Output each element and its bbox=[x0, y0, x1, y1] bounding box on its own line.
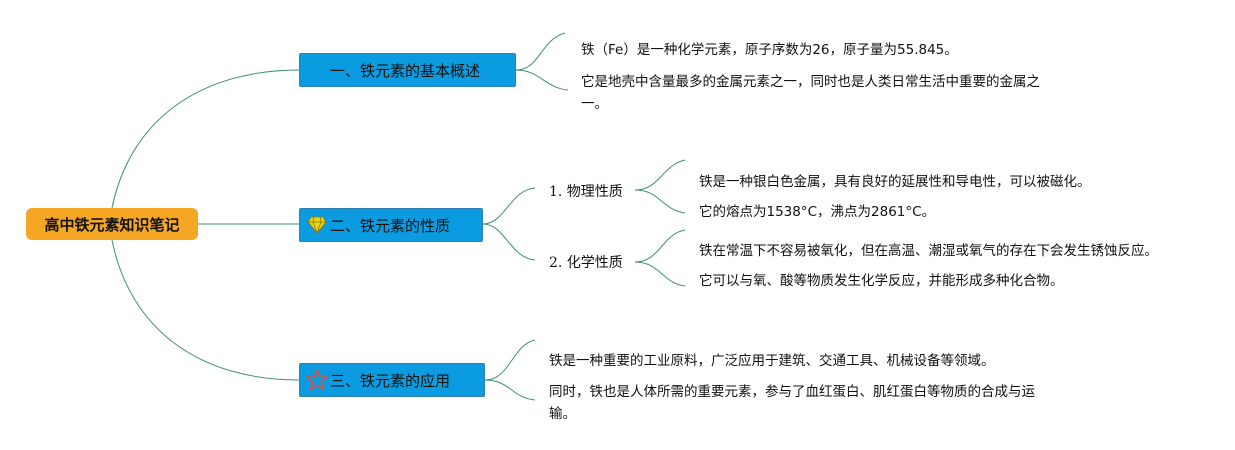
sub-chemical[interactable]: 2. 化学性质 bbox=[549, 252, 623, 272]
edge-sub2-leaf2 bbox=[634, 261, 686, 287]
branch-overview-label: 一、铁元素的基本概述 bbox=[330, 61, 481, 80]
branch-applications[interactable]: 三、铁元素的应用 bbox=[299, 363, 485, 397]
sub-chemical-label: 2. 化学性质 bbox=[549, 255, 623, 271]
leaf-chemical-1: 铁在常温下不容易被氧化，但在高温、潮湿或氧气的存在下会发生锈蚀反应。 bbox=[699, 243, 1158, 259]
branch-overview[interactable]: 一、铁元素的基本概述 bbox=[299, 53, 516, 87]
edge-root-branch1 bbox=[111, 69, 300, 209]
blank-icon bbox=[306, 59, 328, 81]
star-icon bbox=[306, 369, 328, 391]
sub-physical-label: 1. 物理性质 bbox=[549, 184, 623, 200]
edge-b1-leaf2 bbox=[515, 69, 569, 91]
leaf-applications-2: 同时，铁也是人体所需的重要元素，参与了血红蛋白、肌红蛋白等物质的合成与运输。 bbox=[549, 384, 1035, 422]
edge-b1-leaf1 bbox=[515, 32, 566, 71]
edge-sub2-leaf1 bbox=[634, 229, 686, 263]
edge-b2-sub1 bbox=[482, 187, 536, 225]
leaf-physical-2: 它的熔点为1538°C，沸点为2861°C。 bbox=[699, 204, 936, 220]
edge-b2-sub2 bbox=[482, 223, 536, 261]
leaf-physical-1: 铁是一种银白色金属，具有良好的延展性和导电性，可以被磁化。 bbox=[699, 174, 1091, 190]
leaf-overview-1: 铁（Fe）是一种化学元素，原子序数为26，原子量为55.845。 bbox=[581, 42, 958, 58]
root-node[interactable]: 高中铁元素知识笔记 bbox=[26, 208, 198, 240]
leaf-overview-2: 它是地壳中含量最多的金属元素之一，同时也是人类日常生活中重要的金属之一。 bbox=[581, 74, 1040, 112]
edge-b3-leaf2 bbox=[484, 379, 536, 401]
branch-properties[interactable]: 二、铁元素的性质 bbox=[299, 208, 483, 242]
root-label: 高中铁元素知识笔记 bbox=[44, 215, 180, 234]
branch-properties-label: 二、铁元素的性质 bbox=[330, 216, 451, 235]
branch-applications-label: 三、铁元素的应用 bbox=[330, 371, 451, 390]
edge-root-branch3 bbox=[111, 239, 300, 381]
diamond-icon bbox=[306, 214, 328, 236]
edge-sub1-leaf2 bbox=[634, 189, 686, 214]
sub-physical[interactable]: 1. 物理性质 bbox=[549, 181, 623, 201]
edge-sub1-leaf1 bbox=[634, 159, 686, 191]
edge-b3-leaf1 bbox=[484, 339, 536, 381]
leaf-applications-1: 铁是一种重要的工业原料，广泛应用于建筑、交通工具、机械设备等领域。 bbox=[549, 353, 995, 369]
leaf-chemical-2: 它可以与氧、酸等物质发生化学反应，并能形成多种化合物。 bbox=[699, 273, 1064, 289]
